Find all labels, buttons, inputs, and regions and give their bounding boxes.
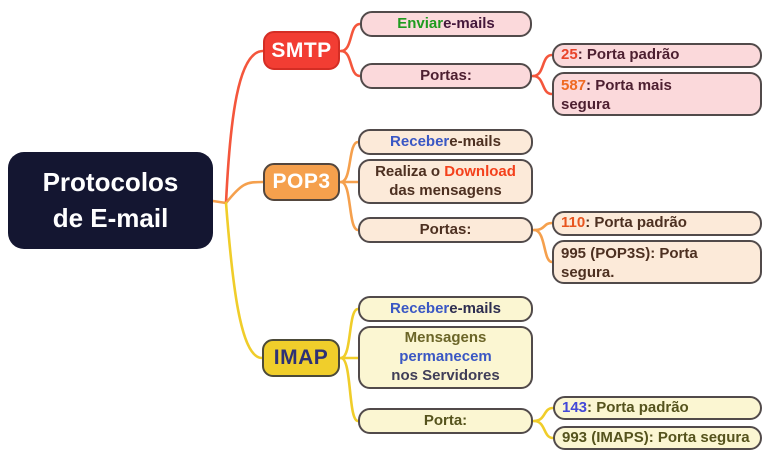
connector-imap-porta bbox=[339, 356, 360, 423]
connector-root-stub bbox=[211, 199, 228, 205]
smtp-port-default-num: 25 bbox=[561, 46, 578, 64]
connector-pop3-port995 bbox=[532, 228, 554, 264]
node-pop3-portas[interactable]: Portas: bbox=[358, 217, 533, 243]
connector-imap-port143 bbox=[532, 406, 555, 423]
connector-pop3-portas bbox=[339, 180, 360, 232]
node-imap-receber[interactable]: Receber e-mails bbox=[358, 296, 533, 322]
connector-smtp-port587 bbox=[531, 74, 554, 96]
pop3-realiza-post: das mensagens bbox=[389, 181, 502, 199]
pop3-realiza-highlight: Download bbox=[444, 162, 516, 180]
node-imap[interactable]: IMAP bbox=[262, 339, 340, 377]
imap-mensagens-line1: Mensagens bbox=[404, 329, 487, 347]
pop3-receber-rest: e-mails bbox=[449, 132, 501, 150]
pop3-port-default-num: 110 bbox=[561, 214, 586, 232]
smtp-port-secure-num: 587 bbox=[561, 77, 587, 94]
node-pop3-port-secure[interactable]: 995 (POP3S): Porta segura. bbox=[552, 240, 762, 284]
root-label-line2: de E-mail bbox=[52, 202, 169, 233]
smtp-port-default-rest: : Porta padrão bbox=[577, 46, 680, 64]
pop3-port-default-rest: : Porta padrão bbox=[585, 214, 687, 232]
node-imap-porta[interactable]: Porta: bbox=[358, 408, 533, 434]
smtp-port-secure-rest: : Porta mais segura bbox=[561, 77, 672, 113]
node-smtp-label: SMTP bbox=[271, 38, 332, 62]
connector-smtp-port25 bbox=[531, 53, 554, 78]
imap-receber-highlight: Receber bbox=[390, 299, 450, 317]
pop3-realiza-pre: Realiza o bbox=[375, 162, 445, 180]
imap-mensagens-line2: permanecem bbox=[399, 348, 492, 366]
connector-imap-port993 bbox=[532, 419, 555, 440]
node-pop3-label: POP3 bbox=[272, 170, 331, 193]
node-imap-label: IMAP bbox=[273, 346, 329, 369]
pop3-port-secure-text: 995 (POP3S): Porta segura. bbox=[561, 245, 698, 281]
root-label-line1: Protocolos bbox=[42, 167, 179, 198]
node-pop3-receber[interactable]: Receber e-mails bbox=[358, 129, 533, 155]
node-smtp-port-secure[interactable]: 587: Porta mais segura bbox=[552, 72, 762, 116]
node-smtp-port-default[interactable]: 25: Porta padrão bbox=[552, 43, 762, 68]
node-smtp-enviar[interactable]: Enviar e-mails bbox=[360, 11, 532, 37]
smtp-enviar-highlight: Enviar bbox=[397, 14, 444, 32]
root-node[interactable]: Protocolos de E-mail bbox=[8, 152, 213, 249]
connector-root-smtp bbox=[224, 49, 265, 205]
imap-porta-label: Porta: bbox=[423, 411, 468, 429]
connector-imap-receber bbox=[339, 307, 360, 360]
node-imap-mensagens[interactable]: Mensagens permanecem nos Servidores bbox=[358, 326, 533, 389]
pop3-receber-highlight: Receber bbox=[390, 132, 450, 150]
smtp-portas-label: Portas: bbox=[420, 66, 472, 84]
connector-smtp-enviar bbox=[339, 22, 362, 53]
node-imap-port-secure[interactable]: 993 (IMAPS): Porta segura bbox=[553, 426, 762, 450]
connector-root-pop3 bbox=[224, 180, 265, 205]
imap-mensagens-line3: nos Servidores bbox=[391, 366, 500, 384]
smtp-enviar-rest: e-mails bbox=[443, 14, 495, 32]
node-imap-port-default[interactable]: 143: Porta padrão bbox=[553, 396, 762, 420]
node-smtp[interactable]: SMTP bbox=[263, 31, 340, 70]
node-smtp-portas[interactable]: Portas: bbox=[360, 63, 532, 89]
connector-root-imap bbox=[224, 201, 264, 360]
imap-receber-rest: e-mails bbox=[449, 299, 501, 317]
connector-pop3-receber bbox=[339, 140, 360, 184]
node-pop3-realiza[interactable]: Realiza o Download das mensagens bbox=[358, 159, 533, 204]
imap-port-default-num: 143 bbox=[562, 398, 588, 416]
node-pop3[interactable]: POP3 bbox=[263, 163, 340, 201]
pop3-portas-label: Portas: bbox=[419, 220, 472, 238]
imap-port-default-rest: : Porta padrão bbox=[587, 398, 689, 416]
imap-port-secure-text: 993 (IMAPS): Porta segura bbox=[562, 428, 750, 446]
node-pop3-port-default[interactable]: 110: Porta padrão bbox=[552, 211, 762, 236]
connector-smtp-portas bbox=[339, 49, 362, 78]
connector-pop3-port110 bbox=[532, 221, 554, 232]
